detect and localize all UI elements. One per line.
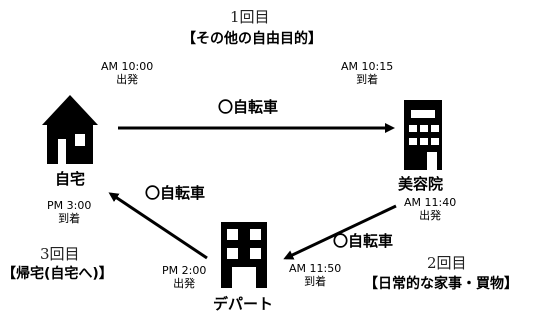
trip-2-mode: 〇自転車 (333, 232, 394, 250)
trip-2-count: 2回目 (427, 254, 467, 272)
trip-3-depart-time: PM 2:00 (162, 264, 207, 277)
trip-1-purpose: 【その他の自由目的】 (182, 31, 322, 47)
trip-3-arrive-label: 到着 (58, 212, 81, 226)
place-salon-label: 美容院 (398, 175, 444, 193)
trip-3-mode: 〇自転車 (145, 184, 206, 202)
trip-1-mode: 〇自転車 (218, 98, 279, 116)
trip-3-depart: PM 2:00 出発 (162, 264, 206, 290)
trip-2-arrive: AM 11:50 到着 (289, 262, 341, 288)
trip-1-arrive-label: 到着 (356, 73, 379, 87)
trip-3-arrive-time: PM 3:00 (47, 199, 92, 212)
trip-3-depart-label: 出発 (173, 277, 196, 291)
trip-1-count: 1回目 (230, 8, 270, 26)
department-store-icon (221, 222, 267, 288)
trip-3-arrive: PM 3:00 到着 (47, 199, 91, 225)
place-home-label: 自宅 (55, 170, 86, 188)
arrow-salon-to-store (283, 204, 397, 260)
house-icon (42, 95, 98, 164)
trip-3-purpose: 【帰宅(自宅へ)】 (2, 266, 113, 282)
place-store-label: デパート (213, 295, 274, 313)
trip-1-arrive-time: AM 10:15 (341, 60, 394, 73)
trip-1-depart-label: 出発 (116, 73, 139, 87)
trip-2-arrive-label: 到着 (304, 275, 327, 289)
building-icon (404, 100, 442, 170)
arrow-store-to-home (108, 192, 208, 260)
trip-2-depart-label: 出発 (419, 209, 442, 223)
trip-1-arrive: AM 10:15 到着 (341, 60, 393, 86)
trip-1-depart: AM 10:00 出発 (101, 60, 153, 86)
trip-2-depart: AM 11:40 出発 (404, 196, 456, 222)
trip-3-count: 3回目 (40, 245, 80, 263)
trip-2-purpose: 【日常的な家事・買物】 (364, 276, 518, 292)
trip-2-depart-time: AM 11:40 (404, 196, 457, 209)
trip-2-arrive-time: AM 11:50 (289, 262, 342, 275)
trip-1-depart-time: AM 10:00 (101, 60, 154, 73)
